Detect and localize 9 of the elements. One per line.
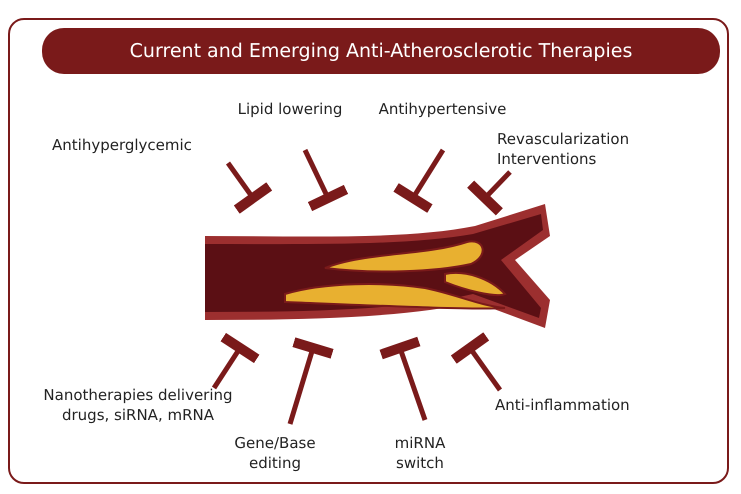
therapy-label: miRNA switch bbox=[385, 434, 455, 473]
therapy-label: Antihypertensive bbox=[355, 100, 530, 120]
therapy-label: Anti-inflammation bbox=[495, 396, 695, 416]
therapy-label: Revascularization Interventions bbox=[497, 130, 687, 169]
therapy-label: Antihyperglycemic bbox=[52, 136, 242, 156]
title-banner: Current and Emerging Anti-Atherosclerotic Therapies bbox=[42, 28, 720, 74]
therapy-label: Gene/Base editing bbox=[225, 434, 325, 473]
therapy-label: Nanotherapies delivering drugs, siRNA, mRNA bbox=[28, 386, 248, 425]
therapy-label: Lipid lowering bbox=[225, 100, 355, 120]
